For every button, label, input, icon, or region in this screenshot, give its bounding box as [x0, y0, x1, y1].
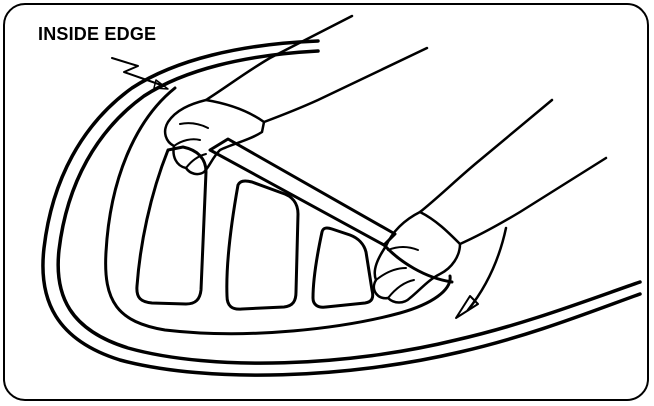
direction-arrow-head [455, 295, 479, 319]
right-hand-finger-3 [387, 246, 419, 251]
illustration-frame [3, 3, 649, 401]
left-hand-finger-2 [185, 153, 207, 169]
panel-outline [104, 86, 452, 336]
right-hand-finger-2 [387, 279, 415, 299]
left-arm-lower-line [262, 46, 429, 124]
right-hand [372, 210, 462, 304]
left-hand-finger-3 [179, 122, 209, 129]
right-hand-finger-1 [375, 267, 407, 281]
inside-edge-label: INSIDE EDGE [38, 24, 157, 44]
callout-arrowhead [153, 79, 169, 90]
right-arm-lower-line [458, 156, 608, 246]
window-opening-2 [225, 179, 300, 311]
right-arm-upper-line [418, 98, 554, 214]
left-hand-finger-1 [173, 138, 201, 147]
seal-inner-line [56, 49, 642, 365]
window-opening-3 [311, 226, 375, 309]
trim-strip [208, 137, 397, 247]
left-hand [163, 98, 266, 176]
seal-outer-line [41, 39, 642, 377]
window-opening-1 [135, 145, 208, 306]
direction-arrow-shaft [466, 226, 508, 312]
callout-leader [111, 57, 165, 87]
left-arm-upper-line [204, 14, 354, 102]
